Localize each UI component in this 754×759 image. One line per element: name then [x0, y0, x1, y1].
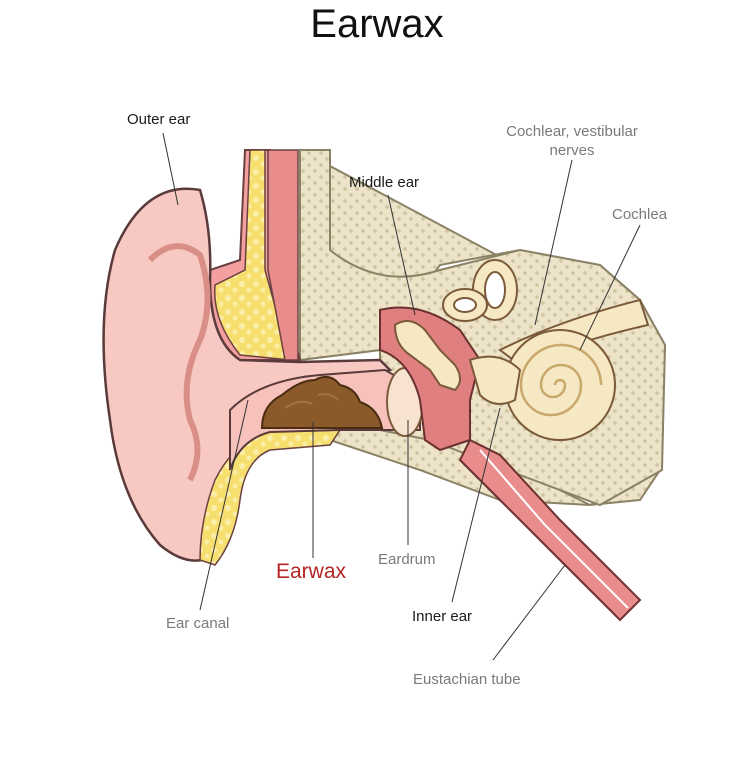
diagram-title: Earwax — [310, 2, 444, 46]
pointer-lines — [162, 132, 641, 661]
cochlea-shape — [504, 329, 616, 441]
label-earwax: Earwax — [276, 560, 347, 583]
earwax-shape — [260, 375, 384, 429]
label-ear-canal: Ear canal — [166, 615, 230, 632]
canal-lower-fat — [199, 429, 342, 566]
label-nerves: Cochlear, vestibular nerves — [506, 123, 638, 159]
label-middle-ear: Middle ear — [349, 174, 420, 191]
vestibule — [468, 355, 522, 405]
semicircular-canals — [442, 259, 518, 322]
ossicles — [393, 320, 461, 392]
label-outer-ear: Outer ear — [127, 111, 191, 128]
label-inner-ear: Inner ear — [412, 608, 473, 625]
muscle-strip — [267, 149, 299, 361]
outer-ear-shape — [102, 187, 393, 562]
outer-ear-fold — [147, 243, 211, 482]
label-eardrum: Eardrum — [378, 551, 436, 568]
label-eustachian-tube: Eustachian tube — [413, 671, 521, 688]
label-cochlea: Cochlea — [612, 206, 668, 223]
